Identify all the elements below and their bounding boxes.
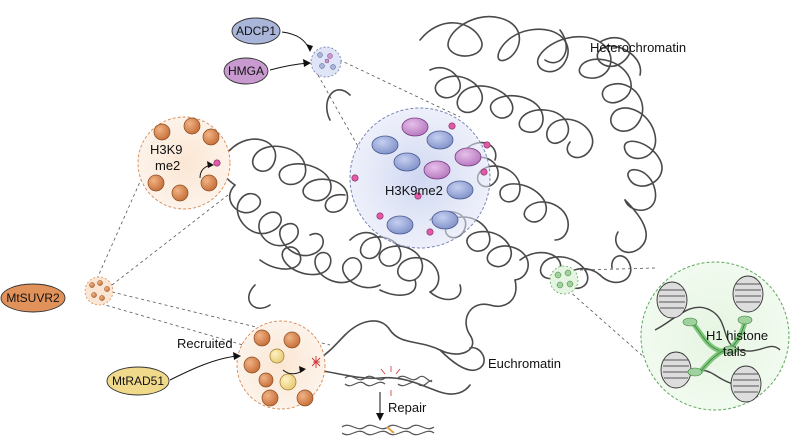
nucleosome-icon [722,345,762,403]
mtrad51-pill: MtRAD51 [106,366,170,396]
recruited-zoom-circle [236,320,326,410]
nucleosome-icon [732,275,764,325]
euchromatin-label: Euchromatin [488,356,561,371]
dna-break-icon [311,356,321,368]
h3k9me2-halo: H3K9me2 [349,107,491,249]
recruited-label: Recruited [177,336,233,351]
h1-label-line1: H1 histone [706,328,768,343]
hmga-arrow [269,62,309,71]
recruited-arrow [169,355,239,381]
mtsuvr2-cluster [84,276,114,306]
repair-label: Repair [388,400,427,415]
adcp1-pill: ADCP1 [231,17,281,45]
h1-label-line2: tails [723,344,747,359]
h3k9me2-label: H3K9me2 [385,183,443,198]
adcp1-hmga-cluster [310,46,342,78]
dna-repair-icon: Repair [341,366,435,436]
adcp1-label: ADCP1 [236,24,276,38]
heterochromatin-label: Heterochromatin [590,40,686,55]
hmga-pill: HMGA [223,57,269,85]
h3k9-label-line2: me2 [155,158,180,173]
h1-zoom-circle: H1 histone tails [640,261,790,411]
mtsuvr2-pill: MtSUVR2 [0,283,66,313]
adcp1-arrow [281,31,311,51]
hmga-label: HMGA [228,64,264,78]
nucleosome-icon [660,351,703,389]
mtsuvr2-label: MtSUVR2 [6,291,60,305]
h3k9-label-line1: H3K9 [150,142,183,157]
nucleosome-icon [656,281,698,327]
h1-small-cluster [549,265,579,295]
h3k9me2-zoom-circle: H3K9 me2 [137,116,231,210]
h3k9me2-marks [351,122,491,236]
mtrad51-label: MtRAD51 [112,374,164,388]
